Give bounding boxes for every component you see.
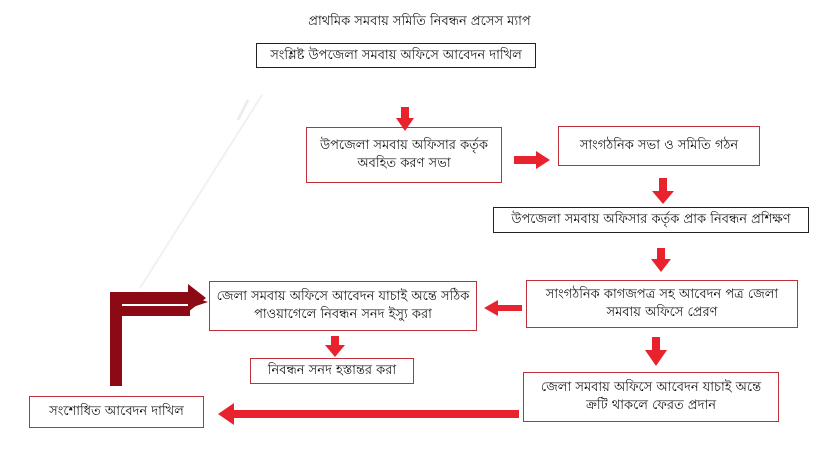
step-awareness-meeting: উপজেলা সমবায় অফিসার কর্তৃক অবহিত করণ সভ… — [306, 127, 502, 183]
arrow-return-head — [188, 284, 206, 312]
step-apply-upazila: সংশ্লিষ্ট উপজেলা সমবায় অফিসে আবেদন দাখি… — [256, 43, 536, 68]
step-send-to-district: সাংগঠনিক কাগজপত্র সহ আবেদন পত্র জেলা সমব… — [526, 280, 798, 328]
step-return-on-error: জেলা সমবায় অফিসে আবেদন যাচাই অন্তে ক্রট… — [523, 372, 779, 422]
faint-trace-line — [139, 94, 263, 289]
step-organize-society: সাংগঠনিক সভা ও সমিতি গঠন — [558, 126, 760, 166]
arrow-return-elbow — [110, 296, 208, 386]
step-pre-registration-training-label: উপজেলা সমবায় অফিসার কর্তৃক প্রাক নিবন্ধ… — [511, 212, 791, 228]
step-organize-society-label: সাংগঠনিক সভা ও সমিতি গঠন — [579, 138, 739, 154]
arrow-return-elbow-body — [110, 304, 122, 386]
arrow-down-5 — [645, 337, 667, 366]
step-resubmit-application: সংশোধিত আবেদন দাখিল — [29, 396, 204, 428]
arrow-left-long — [218, 403, 519, 425]
faint-trace-mark — [236, 99, 250, 121]
step-hand-over-certificate: নিবন্ধন সনদ হস্তান্তর করা — [250, 358, 414, 384]
step-awareness-meeting-label: উপজেলা সমবায় অফিসার কর্তৃক অবহিত করণ সভ… — [319, 138, 489, 171]
arrow-return-elbow-top — [110, 292, 190, 304]
step-apply-upazila-label: সংশ্লিষ্ট উপজেলা সমবায় অফিসে আবেদন দাখি… — [270, 47, 522, 63]
step-return-on-error-label: জেলা সমবায় অফিসে আবেদন যাচাই অন্তে ক্রট… — [540, 380, 762, 413]
step-hand-over-certificate-label: নিবন্ধন সনদ হস্তান্তর করা — [267, 363, 397, 379]
arrow-right-1 — [514, 151, 550, 169]
arrow-down-1 — [396, 107, 414, 131]
arrow-down-4 — [325, 336, 345, 357]
step-pre-registration-training: উপজেলা সমবায় অফিসার কর্তৃক প্রাক নিবন্ধ… — [493, 207, 809, 233]
arrow-down-2 — [652, 178, 674, 204]
page-title: প্রাথমিক সমবায় সমিতি নিবন্ধন প্রসেস ম্য… — [308, 14, 531, 29]
arrow-down-3 — [651, 248, 671, 272]
step-send-to-district-label: সাংগঠনিক কাগজপত্র সহ আবেদন পত্র জেলা সমব… — [545, 287, 779, 320]
arrow-left-1 — [484, 300, 522, 316]
step-issue-certificate: জেলা সমবায় অফিসে আবেদন যাচাই অন্তে সঠিক… — [209, 281, 477, 331]
step-resubmit-application-label: সংশোধিত আবেদন দাখিল — [49, 404, 184, 420]
step-issue-certificate-label: জেলা সমবায় অফিসে আবেদন যাচাই অন্তে সঠিক… — [216, 289, 470, 322]
